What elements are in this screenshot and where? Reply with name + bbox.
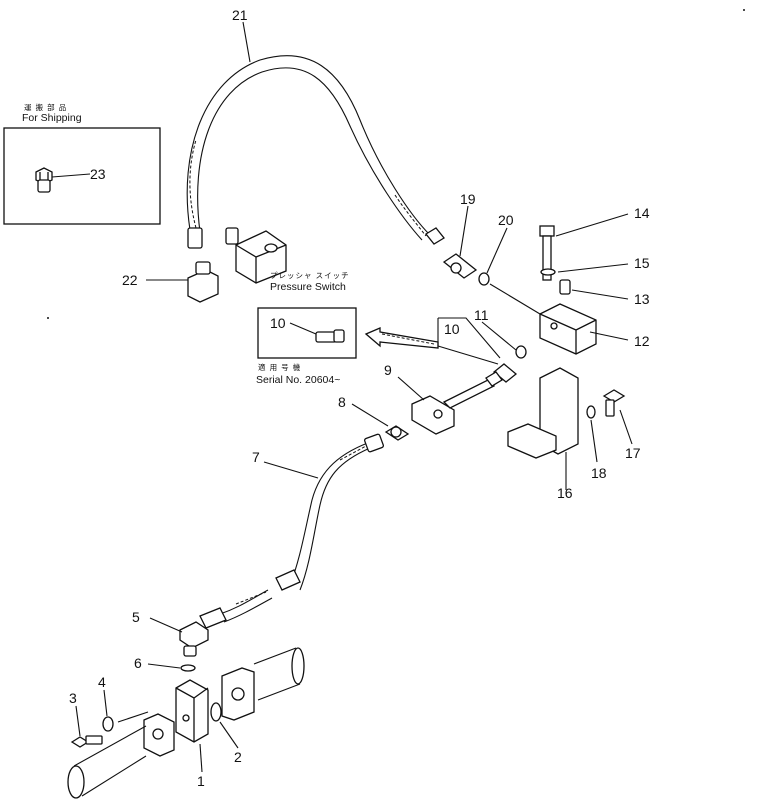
callout-10-boxed: 10 — [270, 315, 286, 331]
part-22-elbow: 22 — [122, 261, 219, 303]
part-9-valve: 9 — [384, 362, 503, 435]
part-12-block: 12 — [539, 303, 650, 355]
serial-caption-jp: 適 用 号 機 — [258, 362, 301, 372]
part-4-washer: 4 — [98, 674, 114, 732]
part-1-manifold: 1 — [175, 679, 209, 789]
part-10-fitting-boxed — [315, 329, 345, 343]
part-19-fitting: 19 — [442, 191, 478, 279]
callout-20: 20 — [498, 212, 514, 228]
callout-19: 19 — [460, 191, 476, 207]
part-15-washer: 15 — [540, 255, 650, 276]
callout-6: 6 — [134, 655, 142, 671]
shipping-caption-en: For Shipping — [22, 112, 82, 124]
callout-14: 14 — [634, 205, 650, 221]
callout-7: 7 — [252, 449, 260, 465]
part-11-o-ring — [515, 345, 527, 359]
part-7-hose: 7 — [199, 433, 384, 629]
serial-box: 10 適 用 号 機 Serial No. 20604~ — [256, 307, 357, 386]
serial-caption-en: Serial No. 20604~ — [256, 374, 340, 386]
callout-16: 16 — [557, 485, 573, 501]
callout-9: 9 — [384, 362, 392, 378]
pressure-switch-caption-jp: プレッシャ スイッチ — [270, 271, 350, 280]
pressure-switch: プレッシャ スイッチ Pressure Switch — [225, 227, 350, 293]
part-17-bolt: 17 — [602, 389, 641, 461]
callout-22: 22 — [122, 272, 138, 288]
part-18-washer: 18 — [586, 405, 607, 481]
callout-23: 23 — [90, 166, 106, 182]
callout-8: 8 — [338, 394, 346, 410]
part-16-bracket: 16 — [507, 367, 579, 501]
callout-17: 17 — [625, 445, 641, 461]
part-21-hose: 21 — [186, 7, 445, 249]
part-10-fitting — [492, 363, 518, 383]
callout-4: 4 — [98, 674, 106, 690]
callout-5: 5 — [132, 609, 140, 625]
callout-3: 3 — [69, 690, 77, 706]
callout-13: 13 — [634, 291, 650, 307]
replacement-arrow — [364, 327, 439, 349]
callout-12: 12 — [634, 333, 650, 349]
callout-21: 21 — [232, 7, 248, 23]
part-14-bolt: 14 — [539, 205, 650, 281]
flange-pipe-left — [67, 711, 175, 799]
callout-1: 1 — [197, 773, 205, 789]
part-23-fitting — [35, 167, 53, 193]
part-13-plug: 13 — [559, 279, 650, 307]
shipping-caption-jp: 運 搬 部 品 — [24, 102, 67, 112]
callout-18: 18 — [591, 465, 607, 481]
part-20-o-ring: 20 — [478, 212, 541, 315]
part-5-elbow: 5 — [132, 609, 209, 657]
callout-2: 2 — [234, 749, 242, 765]
part-6-o-ring: 6 — [134, 655, 196, 672]
flange-pipe-right — [221, 647, 305, 721]
part-2-o-ring: 2 — [210, 702, 242, 765]
part-10-11-group: 10 11 — [437, 307, 527, 383]
part-3-bolt: 3 — [69, 690, 103, 748]
for-shipping-box: 運 搬 部 品 For Shipping 23 — [3, 102, 161, 225]
part-8-fitting: 8 — [338, 394, 410, 441]
callout-11: 11 — [474, 307, 489, 323]
callout-15: 15 — [634, 255, 650, 271]
callout-10: 10 — [444, 321, 460, 337]
pressure-switch-caption-en: Pressure Switch — [270, 281, 346, 293]
